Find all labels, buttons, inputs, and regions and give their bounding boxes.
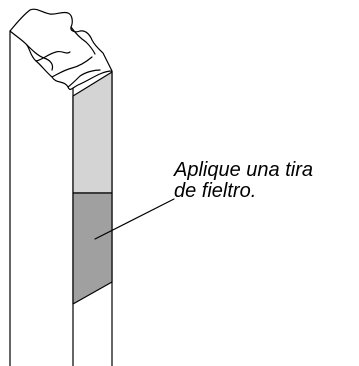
callout-leader-line [94, 198, 175, 240]
callout-line-2: de fieltro. [174, 180, 257, 202]
felt-strip [72, 192, 113, 305]
post-top-contour [51, 56, 93, 78]
post-top-contour [35, 50, 71, 62]
felt-strip-callout: Aplique una tira de fieltro. [174, 160, 313, 202]
post-top-contour [70, 26, 96, 55]
post-top-edge [9, 8, 113, 90]
post-top-contour [67, 69, 101, 88]
callout-line-1: Aplique una tira [174, 159, 313, 181]
upper-strip [72, 71, 113, 194]
